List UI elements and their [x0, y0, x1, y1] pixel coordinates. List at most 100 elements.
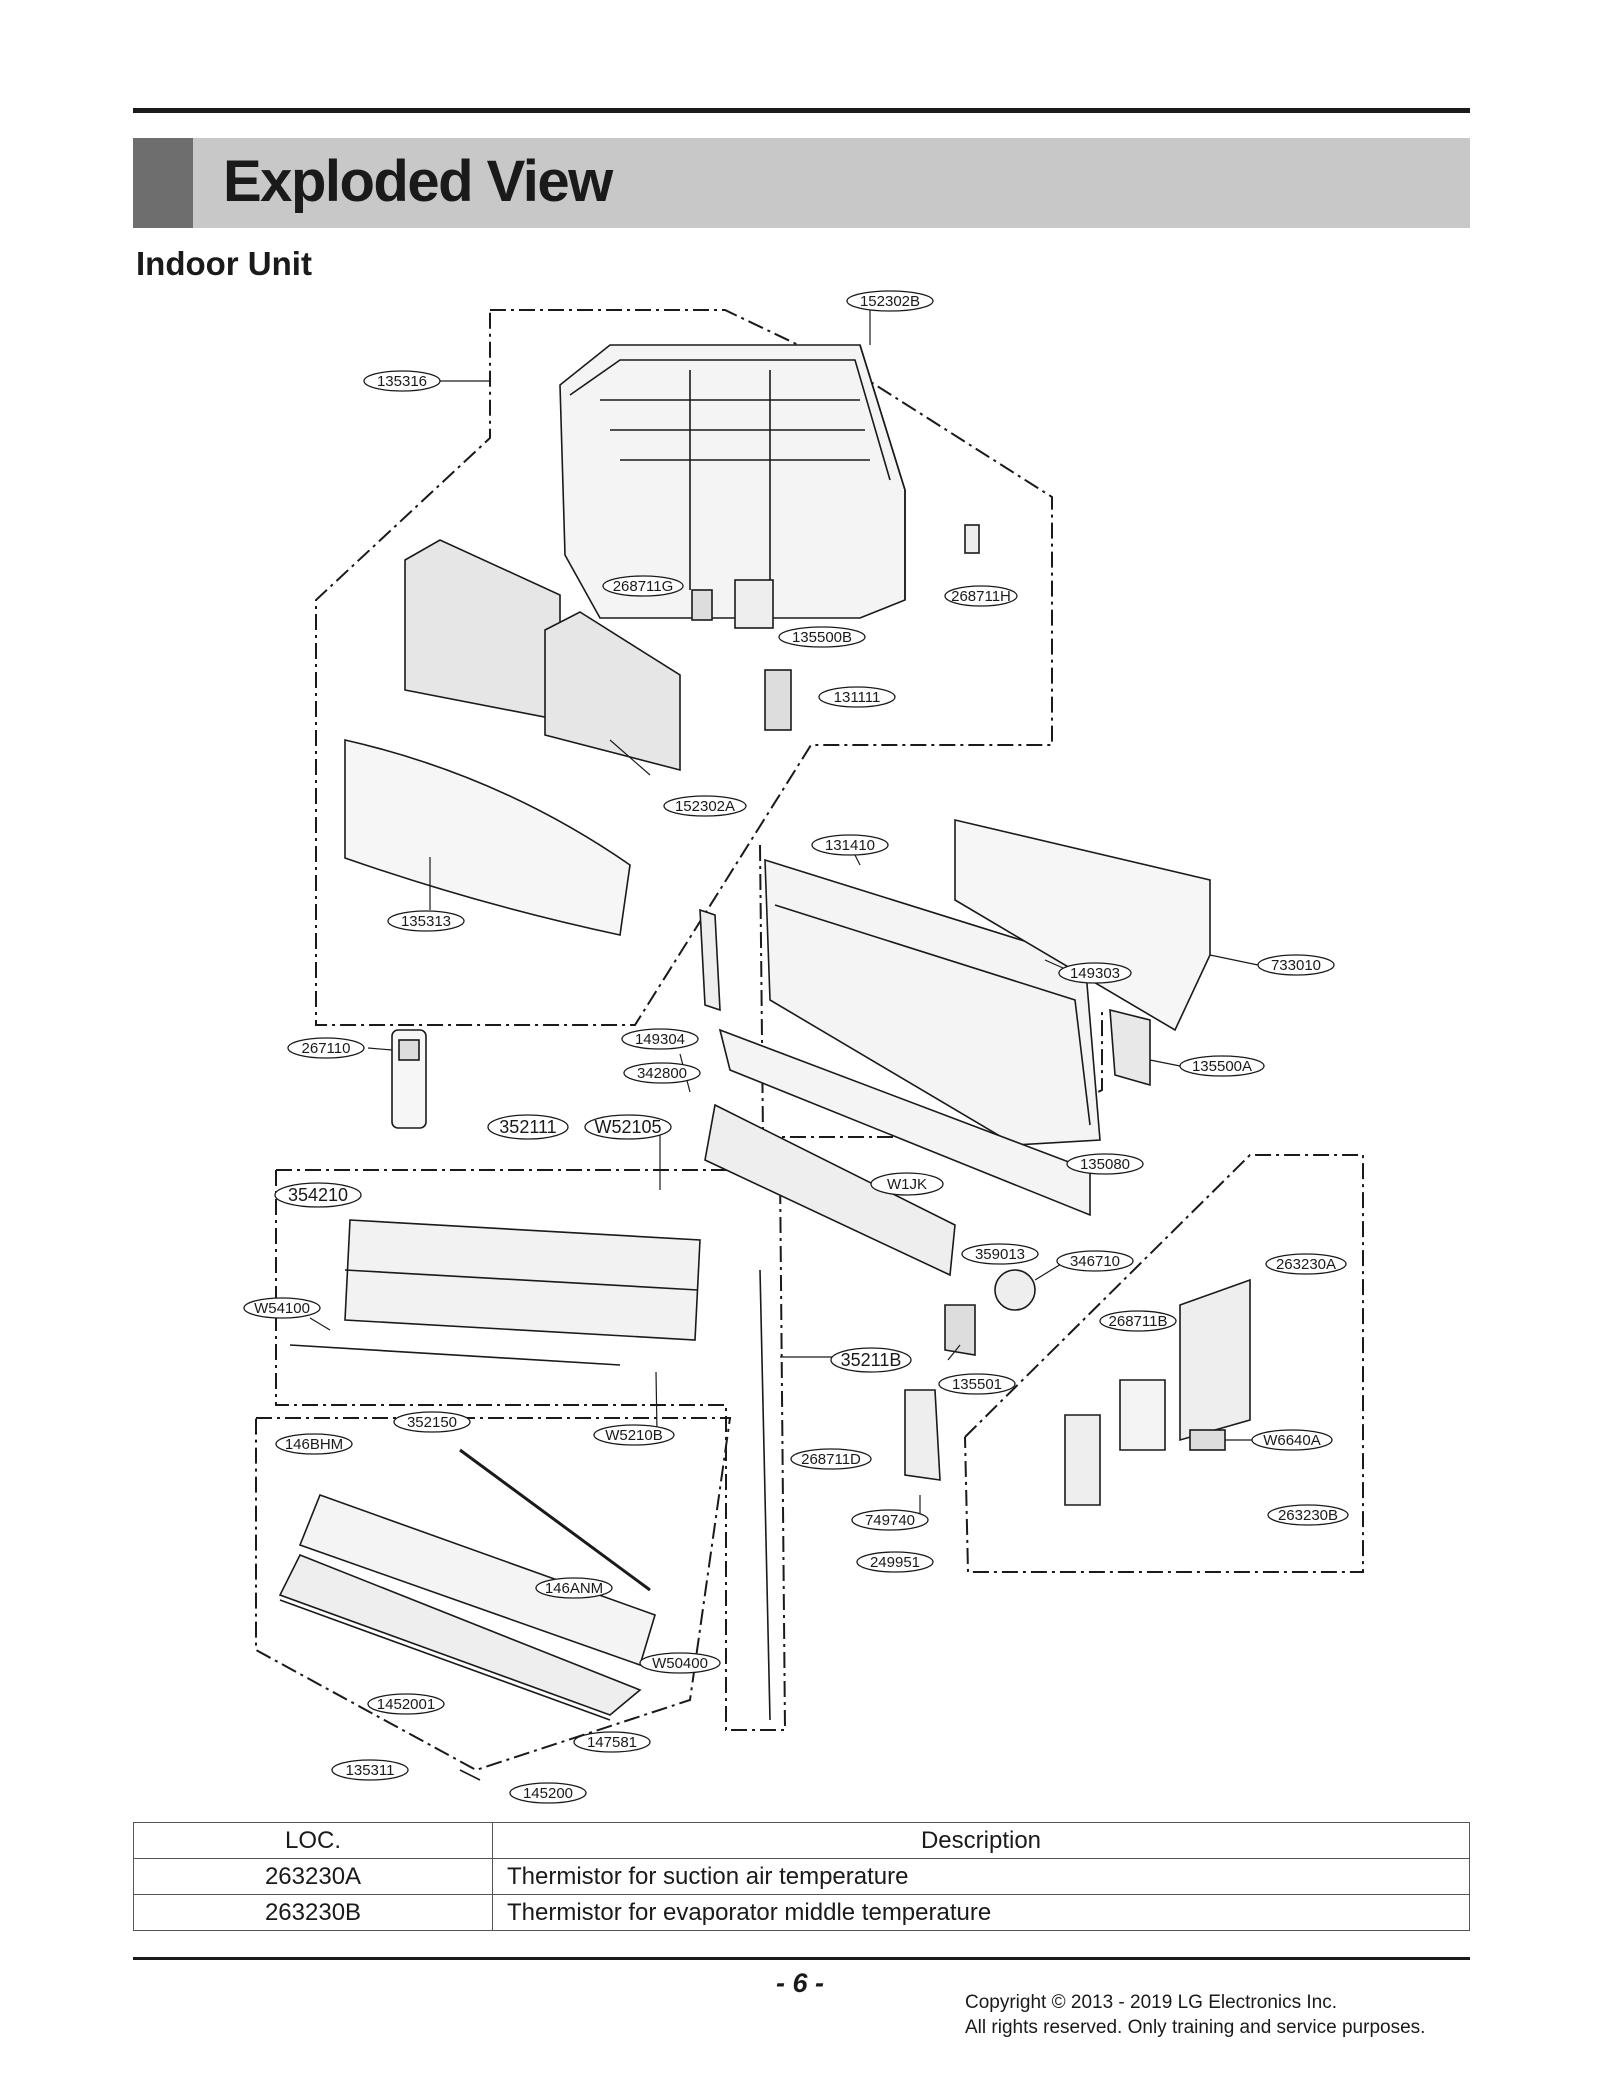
svg-text:359013: 359013	[975, 1246, 1025, 1263]
svg-text:749740: 749740	[865, 1512, 915, 1529]
callout-W5210B: W5210B	[593, 1424, 675, 1446]
description-header: Description	[492, 1822, 1470, 1859]
svg-text:733010: 733010	[1271, 957, 1321, 974]
page-title: Exploded View	[223, 149, 613, 214]
callout-268711H: 268711H	[944, 585, 1018, 607]
callout-263230A: 263230A	[1265, 1253, 1347, 1275]
svg-text:131111: 131111	[834, 689, 881, 706]
callout-346710: 346710	[1056, 1250, 1134, 1272]
svg-text:135500B: 135500B	[792, 629, 852, 646]
svg-text:35211B: 35211B	[841, 1350, 902, 1370]
svg-text:W54100: W54100	[254, 1300, 310, 1317]
svg-text:152302B: 152302B	[860, 293, 920, 310]
description-cell: Thermistor for evaporator middle tempera…	[492, 1894, 1470, 1931]
svg-text:147581: 147581	[587, 1734, 637, 1751]
evaporator-drawing	[289, 1219, 771, 1721]
callout-1452001: 1452001	[367, 1693, 445, 1715]
svg-text:W5210B: W5210B	[605, 1427, 663, 1444]
svg-text:149304: 149304	[635, 1031, 685, 1048]
svg-text:146ANM: 146ANM	[545, 1580, 603, 1597]
callout-249951: 249951	[856, 1551, 934, 1573]
svg-text:135501: 135501	[952, 1376, 1002, 1393]
callout-W1JK: W1JK	[870, 1172, 944, 1196]
rights-line: All rights reserved. Only training and s…	[965, 2017, 1426, 2038]
callout-W52105: W52105	[584, 1114, 672, 1140]
svg-text:342800: 342800	[637, 1065, 687, 1082]
svg-text:352150: 352150	[407, 1414, 457, 1431]
callout-135316: 135316	[363, 370, 441, 392]
svg-text:354210: 354210	[288, 1185, 348, 1205]
callout-352150: 352150	[393, 1411, 471, 1433]
svg-text:135500A: 135500A	[1192, 1058, 1252, 1075]
callout-268711D: 268711D	[790, 1448, 872, 1470]
chassis-cover-drawing	[559, 344, 906, 619]
callout-135500A: 135500A	[1179, 1055, 1265, 1077]
callout-263230B: 263230B	[1267, 1504, 1349, 1526]
page-number: - 6 -	[775, 1968, 824, 1998]
callout-149304: 149304	[621, 1028, 699, 1050]
callout-146ANM: 146ANM	[535, 1577, 613, 1599]
callout-W6640A: W6640A	[1251, 1429, 1333, 1451]
svg-text:249951: 249951	[870, 1554, 920, 1571]
loc-cell: 263230A	[133, 1858, 493, 1895]
svg-text:135316: 135316	[377, 373, 427, 390]
svg-text:149303: 149303	[1070, 965, 1120, 982]
callout-135500B: 135500B	[778, 626, 866, 648]
svg-text:145200: 145200	[523, 1785, 573, 1802]
section-subtitle: Indoor Unit	[136, 245, 312, 282]
copyright-line: Copyright © 2013 - 2019 LG Electronics I…	[965, 1992, 1338, 2013]
callout-layer: 152302B 135316 268711G 268711H 135500B 1…	[243, 290, 1349, 1804]
callout-146BHM: 146BHM	[275, 1433, 353, 1455]
loc-header: LOC.	[133, 1822, 493, 1859]
group-outline-control-box	[964, 1154, 1364, 1573]
svg-text:135313: 135313	[401, 913, 451, 930]
callout-352111: 352111	[487, 1114, 569, 1140]
svg-text:W52105: W52105	[594, 1117, 661, 1137]
callout-35211B: 35211B	[830, 1347, 912, 1373]
title-accent	[133, 138, 193, 228]
svg-text:263230B: 263230B	[1278, 1507, 1338, 1524]
svg-text:267110: 267110	[302, 1040, 351, 1057]
callout-733010: 733010	[1257, 954, 1335, 976]
svg-text:W1JK: W1JK	[887, 1176, 927, 1193]
callout-749740: 749740	[851, 1509, 929, 1531]
bottom-rule	[133, 1957, 1470, 1960]
callout-135501: 135501	[938, 1373, 1016, 1395]
svg-text:268711H: 268711H	[951, 588, 1011, 605]
svg-text:346710: 346710	[1070, 1253, 1120, 1270]
remote-controller-drawing	[391, 1029, 427, 1129]
top-rule	[133, 108, 1470, 113]
callout-W50400: W50400	[639, 1652, 721, 1674]
callout-135311: 135311	[331, 1759, 409, 1781]
callout-152302B: 152302B	[846, 290, 934, 312]
svg-text:135080: 135080	[1080, 1156, 1130, 1173]
callout-267110: 267110	[287, 1037, 365, 1059]
svg-text:135311: 135311	[346, 1762, 395, 1779]
callout-135080: 135080	[1066, 1153, 1144, 1175]
callout-149303: 149303	[1058, 962, 1132, 984]
description-cell: Thermistor for suction air temperature	[492, 1858, 1470, 1895]
exploded-view-diagram: 152302B 135316 268711G 268711H 135500B 1…	[243, 290, 1364, 1804]
table-header-row: LOC. Description	[133, 1822, 1470, 1859]
vane-assembly-drawing	[278, 1448, 656, 1781]
callout-152302A: 152302A	[663, 795, 747, 817]
callout-354210: 354210	[274, 1182, 362, 1208]
loc-cell: 263230B	[133, 1894, 493, 1931]
front-panel-drawing	[344, 738, 631, 936]
parts-table: LOC. Description 263230A Thermistor for …	[133, 1822, 1470, 1931]
control-box-drawing	[904, 1278, 1251, 1506]
svg-text:268711G: 268711G	[613, 578, 674, 595]
callout-268711G: 268711G	[602, 575, 684, 597]
svg-text:1452001: 1452001	[377, 1696, 435, 1713]
callout-145200: 145200	[509, 1782, 587, 1804]
svg-text:352111: 352111	[499, 1117, 556, 1137]
callout-342800: 342800	[623, 1062, 701, 1084]
callout-359013: 359013	[961, 1243, 1039, 1265]
svg-text:268711D: 268711D	[801, 1451, 861, 1468]
table-row: 263230B Thermistor for evaporator middle…	[133, 1894, 1470, 1931]
title-bar: Exploded View	[133, 138, 1470, 228]
callout-135313: 135313	[387, 910, 465, 932]
svg-text:131410: 131410	[825, 837, 875, 854]
chassis-drawing	[699, 818, 1211, 1146]
svg-text:W6640A: W6640A	[1263, 1432, 1321, 1449]
